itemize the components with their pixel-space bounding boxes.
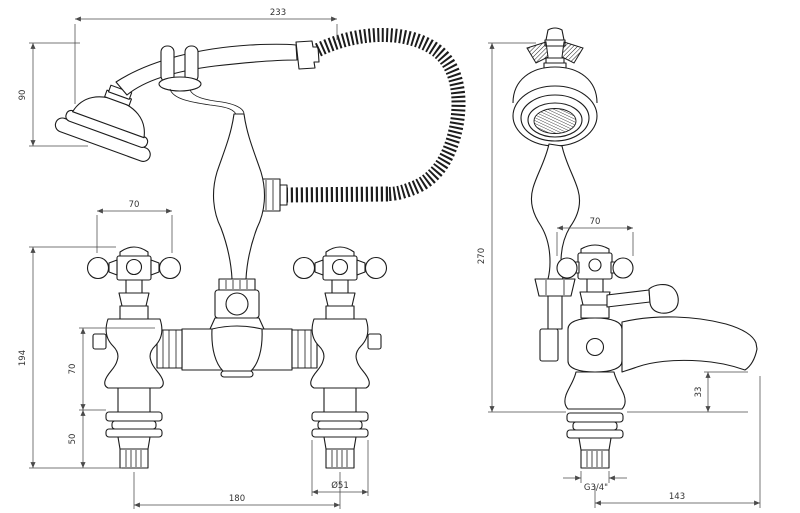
shower-head-side [512,66,598,147]
handset-handle [115,40,320,96]
spray-face [533,108,577,134]
dim-flange-diameter: Ø51 [311,440,369,496]
crown-wing-right [561,41,584,64]
hose-collar [279,184,288,206]
leg-side [564,371,626,469]
dim-overall-height-front: 194 [18,246,122,469]
crown-wing-left [526,41,549,64]
dim-label-70-front: 70 [129,200,140,210]
dim-label-70-side: 70 [590,217,601,227]
dim-label-g34: G3/4" [584,483,608,493]
dim-label-90: 90 [18,90,28,101]
dim-label-33: 33 [694,387,704,398]
dim-label-dia51: Ø51 [331,480,349,491]
dim-hose-reach: 233 [74,8,338,104]
side-view: 270 70 33 G3/4" 143 [477,27,761,508]
mixer-body-front [156,325,318,378]
cradle-crown [526,27,584,74]
cold-valve-port [367,333,382,350]
diverter-front [209,278,265,330]
dim-label-194: 194 [18,350,28,366]
dim-label-180: 180 [229,494,245,504]
dim-overall-height-side: 270 [477,42,566,413]
mixer-body-side [567,317,623,373]
body-back-port [539,328,559,362]
dim-inlet-thread: G3/4" [563,471,627,493]
spout [621,316,758,373]
dim-handle-width-front: 70 [96,200,173,253]
front-view: 233 90 70 194 70 50 [18,8,466,509]
dim-label-270: 270 [477,248,487,264]
dim-label-50: 50 [68,434,78,445]
dim-label-233: 233 [270,8,286,18]
hot-valve-port [92,333,107,350]
dim-handle-width-side: 70 [556,217,634,256]
spout-outlet-front [211,325,263,372]
shower-hose [259,28,466,212]
riser-column-side [530,143,581,362]
riser-nut [534,278,576,297]
dim-label-143: 143 [669,492,685,502]
riser-column [212,113,266,280]
dim-shank-height: 50 [68,410,86,468]
handset [54,84,151,162]
diverter-lever [606,284,679,314]
valve-handle-side [556,244,634,319]
dim-inlet-centres: 180 [133,472,341,509]
dim-spout-clearance: 33 [627,371,748,413]
dim-overall-depth: 143 [594,376,761,508]
dim-handset-height: 90 [18,42,88,147]
dim-label-70-body: 70 [68,364,78,375]
handset-cradle [158,45,245,117]
